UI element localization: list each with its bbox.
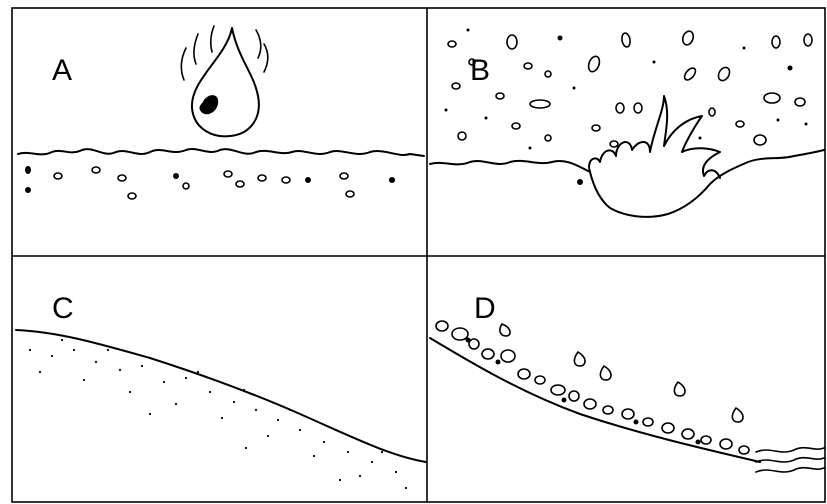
splashed-particles-b: [445, 29, 813, 186]
runoff-icon: [756, 448, 824, 472]
slope-texture-dots: [29, 339, 407, 489]
runoff-slope: [430, 338, 760, 462]
panel-grid: [12, 8, 825, 502]
slope-icon: [16, 330, 426, 489]
panel-a: A: [18, 26, 424, 199]
panel-d: D: [430, 292, 824, 472]
soil-particles-a: [25, 166, 395, 199]
falling-droplets: [500, 324, 743, 422]
raindrop-icon: [181, 26, 268, 136]
outer-frame: [12, 8, 825, 502]
soil-surface-a: [18, 149, 424, 199]
panel-a-label: A: [52, 54, 72, 87]
panel-b: B: [430, 29, 824, 217]
panel-c: C: [16, 292, 426, 489]
panel-d-label: D: [474, 292, 496, 325]
displaced-soil-particles: [436, 321, 749, 454]
panel-c-label: C: [52, 292, 74, 325]
splash-crater-surface: [430, 150, 824, 217]
